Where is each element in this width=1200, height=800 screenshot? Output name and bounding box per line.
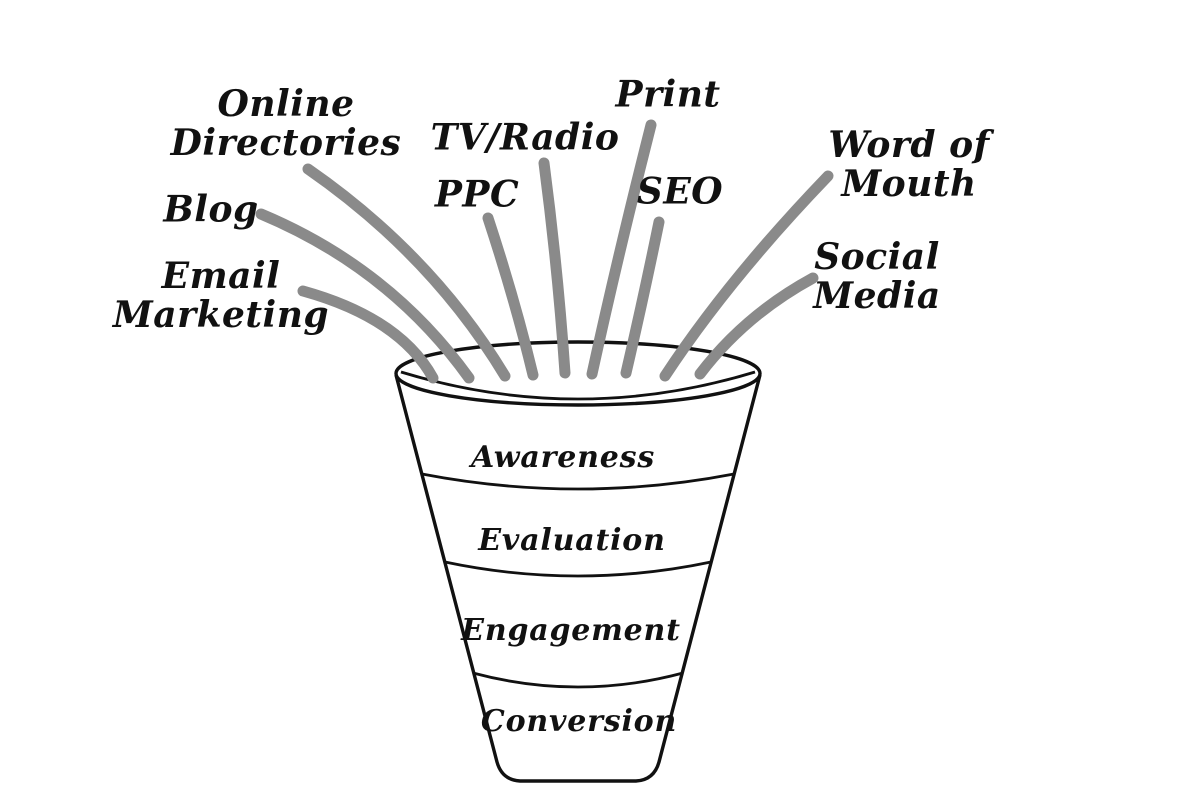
- channel-label-print: Print: [615, 73, 721, 116]
- channel-label-online-directories: Online Directories: [170, 83, 402, 164]
- ray-seo: [620, 216, 665, 379]
- divider-engagement-conversion: [472, 671, 684, 689]
- stage-label-engagement: Engagement: [461, 612, 681, 648]
- divider-evaluation-engagement: [444, 560, 712, 578]
- funnel-inner-lip-arc: [400, 370, 756, 401]
- funnel-mouth-ellipse: [394, 340, 762, 407]
- channel-label-word-of-mouth: Word of Mouth: [828, 124, 990, 205]
- ray-social-media: [694, 272, 819, 380]
- channel-label-ppc: PPC: [434, 173, 520, 216]
- channel-label-tv-radio: TV/Radio: [430, 116, 620, 159]
- ray-blog: [255, 208, 475, 384]
- ray-online-directories: [302, 163, 511, 382]
- stage-label-awareness: Awareness: [470, 439, 656, 475]
- ray-print: [586, 119, 657, 380]
- ray-word-of-mouth: [659, 170, 834, 382]
- divider-awareness-evaluation: [421, 472, 735, 491]
- channel-label-blog: Blog: [163, 188, 259, 231]
- ray-tv-radio: [538, 157, 571, 379]
- channel-label-seo: SEO: [636, 170, 724, 213]
- funnel-body-outline: [394, 374, 762, 783]
- stage-label-evaluation: Evaluation: [478, 522, 666, 558]
- channel-label-email-marketing: Email Marketing: [112, 255, 330, 336]
- ray-ppc: [482, 212, 539, 381]
- ray-email-marketing: [297, 285, 439, 384]
- channel-label-social-media: Social Media: [813, 236, 941, 317]
- stage-label-conversion: Conversion: [480, 703, 678, 739]
